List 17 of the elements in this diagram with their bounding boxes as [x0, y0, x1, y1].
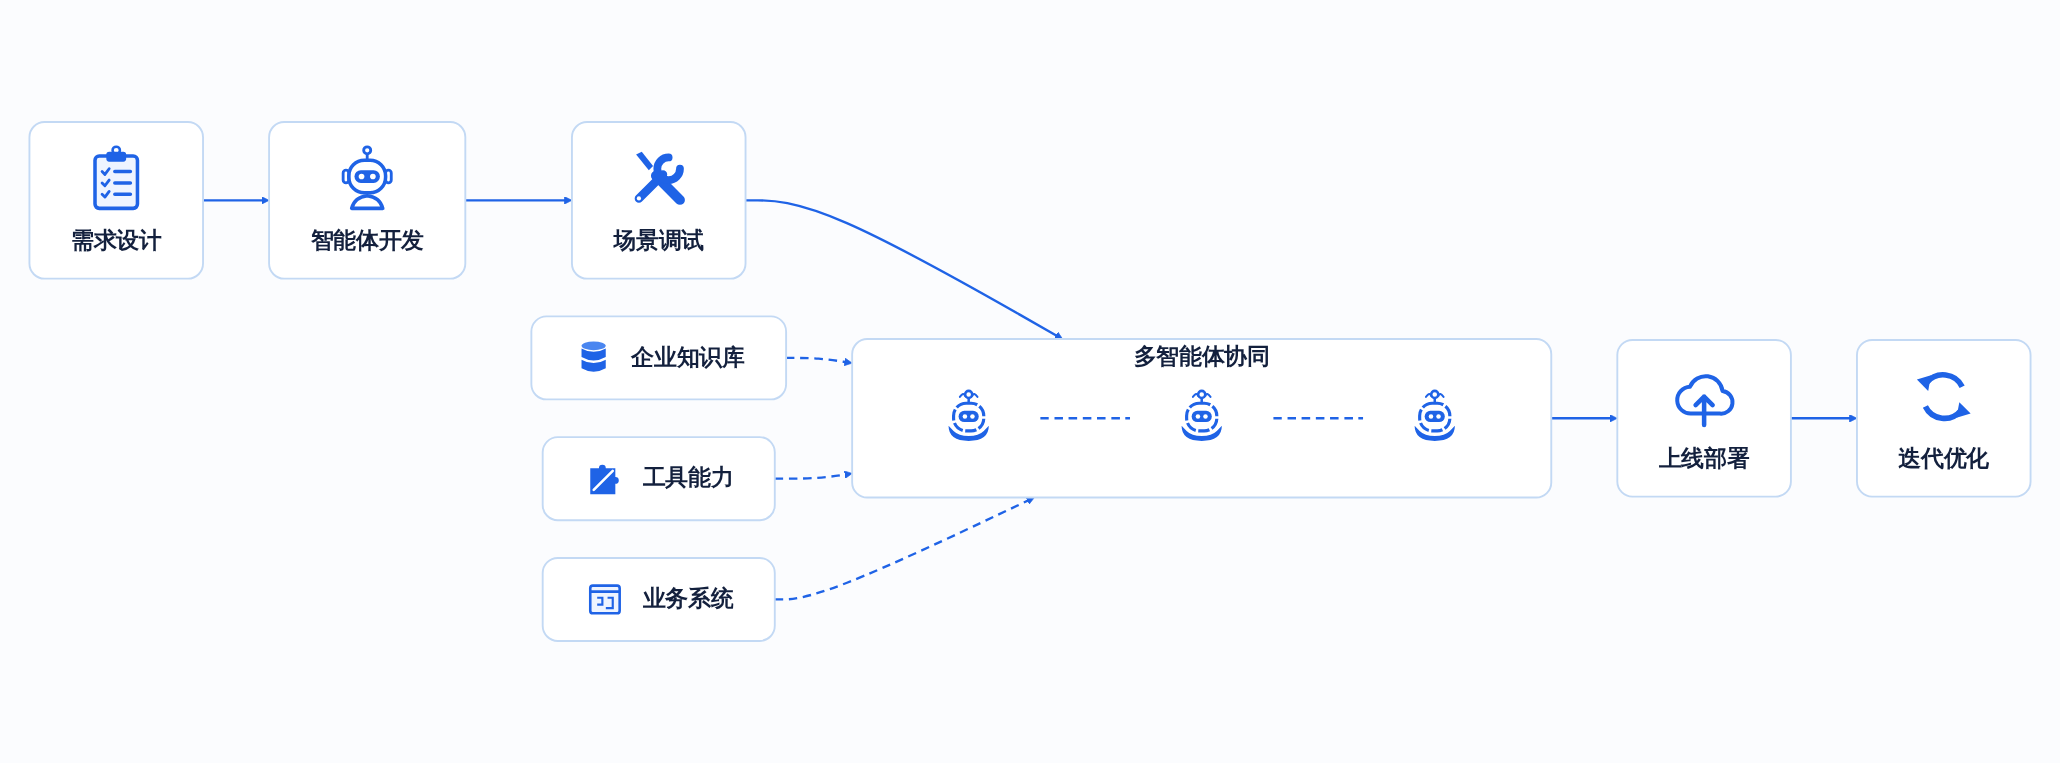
arrow [203, 196, 270, 205]
node-box: 场景调试 [571, 121, 747, 280]
node-box: 工具能力 [541, 436, 776, 522]
node-box: 智能体开发 [268, 121, 467, 280]
arrow [745, 199, 1063, 340]
arrow [774, 470, 853, 480]
node-box: 企业知识库 [530, 315, 788, 401]
connector [1040, 417, 1130, 420]
cluster: 多智能体协同 [851, 338, 1553, 499]
node-box: 需求设计 [28, 121, 204, 280]
connector [1273, 417, 1364, 420]
node-box: 上线部署 [1616, 339, 1792, 498]
arrow [774, 497, 1035, 601]
arrow [1551, 414, 1618, 423]
node-box: 迭代优化 [1856, 339, 2032, 498]
node-box: 业务系统 [541, 557, 776, 642]
arrow [786, 356, 853, 367]
